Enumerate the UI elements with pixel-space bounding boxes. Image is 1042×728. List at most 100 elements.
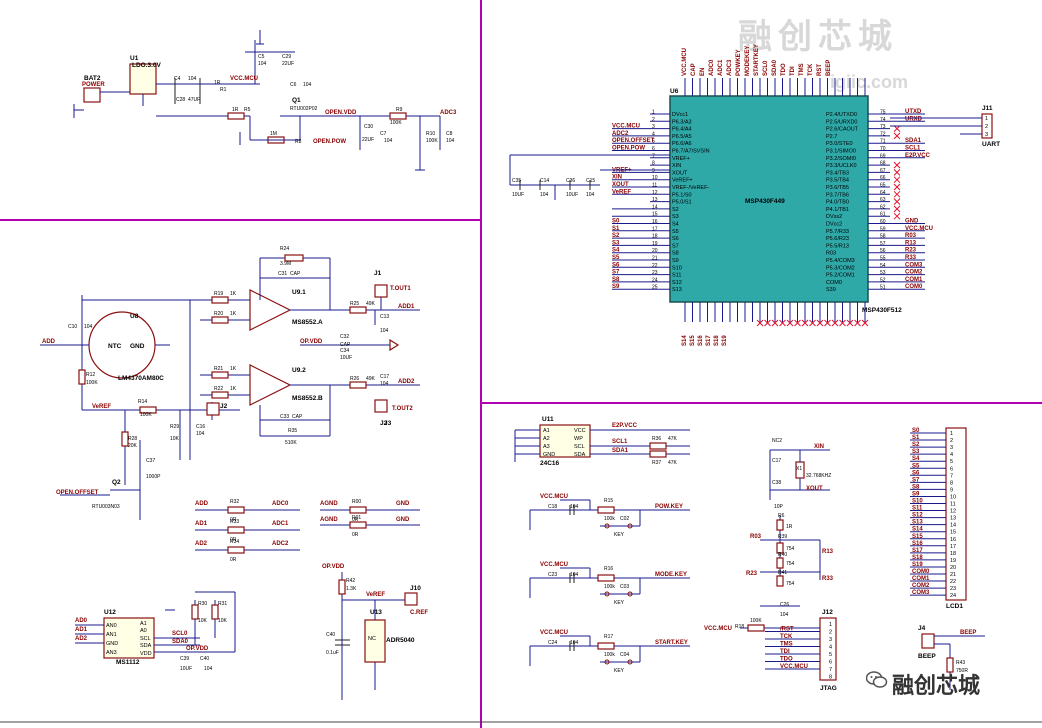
mcu-right-pin-number: 58 (880, 234, 886, 240)
svg-text:49K: 49K (366, 301, 376, 307)
key-c-label: C23 (548, 572, 557, 578)
mcu-right-pin-number: 65 (880, 183, 886, 189)
svg-text:C34: C34 (340, 348, 349, 354)
svg-text:1: 1 (950, 431, 953, 437)
mcu-left-pin-number: 13 (652, 197, 658, 203)
mcu-right-pin: P5.3/COM2 (826, 265, 855, 271)
mcu-left-pin-number: 15 (652, 212, 658, 218)
jtag-connector (819, 617, 837, 681)
lcd-net-label: S4 (912, 456, 920, 462)
svg-text:CAP: CAP (290, 271, 301, 277)
mcu-left-pin-number: 5 (652, 139, 655, 145)
svg-text:AD2: AD2 (75, 636, 88, 642)
svg-text:7: 7 (829, 667, 832, 673)
mcu-right-net: VCC.MCU (905, 226, 933, 232)
mcu-left-pin-number: 4 (652, 131, 655, 137)
svg-text:0R: 0R (230, 517, 237, 523)
svg-text:SCL: SCL (574, 444, 585, 450)
key-sw-label: C03 (620, 584, 629, 590)
svg-text:R20: R20 (214, 311, 223, 317)
lcd-net-label: S5 (912, 463, 920, 469)
jtag-section: J12 JTAG 12345678/RSTTCKTMSTDITDOVCC.MCU… (704, 602, 837, 692)
mcu-right-net: E2P.VCC (905, 153, 931, 159)
mcu-left-net: S7 (612, 270, 620, 276)
svg-text:10UF: 10UF (512, 192, 524, 198)
svg-text:ADC3: ADC3 (440, 110, 457, 116)
svg-text:C16: C16 (196, 424, 205, 430)
mcu-right-pin: P2.5/URXD0 (826, 119, 858, 125)
svg-text:OPEN.POW: OPEN.POW (313, 139, 346, 145)
mcu-package: MSP430F512 (862, 307, 902, 314)
mcu-right-pin: P5.5/R13 (826, 243, 849, 249)
brand-logo-text: 融创芯城 (892, 674, 981, 699)
mcu-right-pin: DVss2 (826, 214, 842, 220)
svg-text:100K: 100K (86, 380, 98, 386)
mcu-right-pin: P3.5/TB4 (826, 178, 849, 184)
svg-text:E2P.VCC: E2P.VCC (612, 423, 638, 429)
mcu-right-pin: DVcc2 (826, 222, 842, 228)
svg-text:17: 17 (950, 544, 956, 550)
opamp-a-part: MS8552.A (292, 319, 323, 326)
lcd-net-label: S7 (912, 477, 920, 483)
mcu-left-pin-number: 21 (652, 256, 658, 262)
svg-text:3: 3 (950, 445, 953, 451)
svg-text:C4: C4 (174, 76, 181, 82)
svg-text:22: 22 (950, 579, 956, 585)
mcu-bottom-net: S19 (722, 335, 728, 346)
svg-text:10UF: 10UF (340, 355, 352, 361)
svg-text:LCD1: LCD1 (946, 603, 963, 610)
mcu-top-net: ADC3 (727, 59, 733, 76)
beep-section: J4 BEEP BEEP R43 750R (918, 625, 985, 690)
svg-text:BEEP: BEEP (918, 653, 936, 660)
mcu-right-pin-number: 60 (880, 219, 886, 225)
svg-text:16: 16 (950, 537, 956, 543)
svg-text:C6: C6 (290, 82, 297, 88)
svg-text:22UF: 22UF (282, 61, 294, 67)
key-net-label: MODE.KEY (655, 572, 687, 578)
mcu-top-net: SDA0 (772, 59, 778, 76)
lcd-net-label: S16 (912, 541, 923, 547)
svg-text:0R: 0R (352, 532, 359, 538)
mcu-left-net: S0 (612, 219, 620, 225)
svg-text:9: 9 (950, 487, 953, 493)
mcu-left-pin-number: 25 (652, 285, 658, 291)
sensor-gnd: GND (130, 343, 145, 350)
mcu-right-pin: P5.7/R33 (826, 229, 849, 235)
svg-text:100K: 100K (140, 412, 152, 418)
mcu-right-pin-number: 74 (880, 117, 886, 123)
svg-text:R12: R12 (86, 372, 95, 378)
svg-text:ADD: ADD (42, 339, 56, 345)
mcu-right-net: COM2 (905, 270, 923, 276)
res-row-1: AD1 R33 0R ADC1 (195, 519, 300, 543)
lcd-net-label: S9 (912, 491, 920, 497)
svg-text:750R: 750R (956, 668, 968, 674)
analog-frontend-section: U8 NTC GND LM4370AM80C U9.1 MS8552.A (40, 246, 420, 520)
svg-text:104: 104 (780, 612, 789, 618)
key-sw-label: C02 (620, 516, 629, 522)
mcu-right-pin-number: 64 (880, 190, 886, 196)
svg-text:XOUT: XOUT (806, 486, 823, 492)
mcu-right-net: R13 (905, 240, 917, 246)
lcd-net-label: COM1 (912, 576, 930, 582)
svg-text:1000P: 1000P (146, 474, 161, 480)
svg-text:C35: C35 (512, 178, 521, 184)
key-r-label: R15 (604, 498, 613, 504)
mcu-left-pin-number: 19 (652, 241, 658, 247)
mcu-left-net: S1 (612, 226, 620, 232)
svg-text:R43: R43 (956, 660, 965, 666)
svg-text:4: 4 (950, 452, 953, 458)
lcd-net-label: S11 (912, 506, 923, 512)
mcu-top-net: TCK (808, 63, 814, 76)
svg-text:10K: 10K (218, 618, 228, 624)
svg-text:3.9M: 3.9M (280, 261, 291, 267)
svg-text:1K: 1K (230, 366, 237, 372)
mcu-chip (669, 95, 869, 303)
svg-text:NC: NC (368, 636, 376, 642)
svg-text:VeREF: VeREF (92, 404, 111, 410)
svg-text:UART: UART (982, 141, 1000, 148)
mcu-left-pin: P6.5/A5 (672, 134, 692, 140)
mcu-right-pin-number: 63 (880, 197, 886, 203)
key-net-label: START.KEY (655, 640, 688, 646)
svg-text:R41: R41 (778, 570, 787, 576)
